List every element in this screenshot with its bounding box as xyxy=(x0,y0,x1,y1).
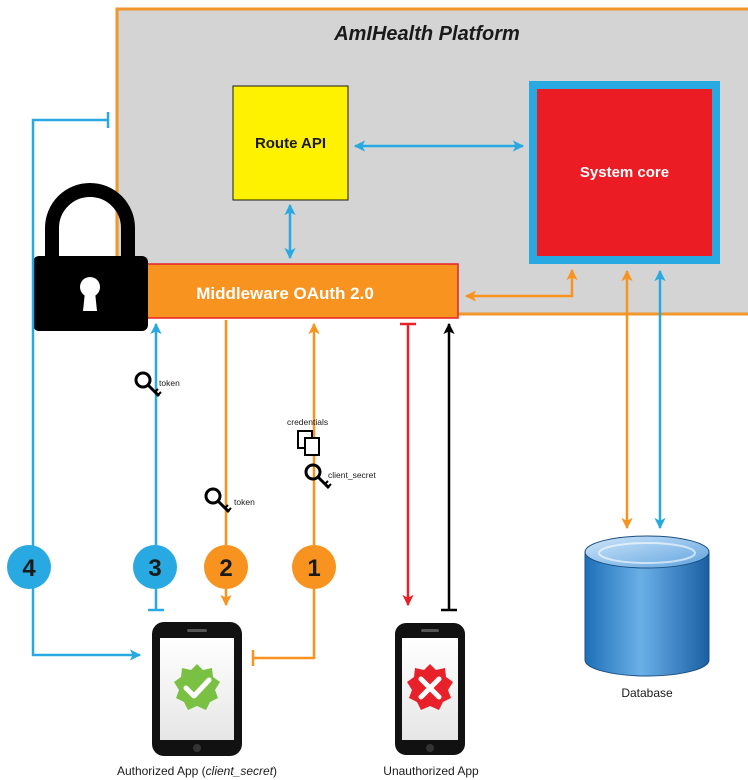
step-3-badge: 3 xyxy=(133,545,177,589)
client-secret-label: client_secret xyxy=(328,470,376,480)
middleware-bar: Middleware OAuth 2.0 xyxy=(142,263,459,319)
route-api-label: Route API xyxy=(255,135,326,152)
step-4-badge: 4 xyxy=(7,545,51,589)
database-label: Database xyxy=(621,686,673,700)
step-2-badge: 2 xyxy=(204,545,248,589)
system-core-label: System core xyxy=(580,164,669,181)
middleware-core-arrow xyxy=(464,268,578,302)
checkmark-badge-icon xyxy=(174,664,220,710)
svg-text:4: 4 xyxy=(22,555,36,582)
route-api-box: Route API xyxy=(232,85,349,201)
system-core-box: System core xyxy=(529,81,720,264)
padlock-icon xyxy=(33,183,148,331)
svg-text:3: 3 xyxy=(148,555,161,582)
token-key-icon xyxy=(134,371,162,398)
documents-icon xyxy=(297,430,320,456)
platform-title: AmIHealth Platform xyxy=(333,23,520,45)
step1-arrow xyxy=(253,322,320,660)
step4-arrow xyxy=(31,118,142,661)
database-icon xyxy=(584,535,710,677)
token-key-icon-2 xyxy=(204,487,232,514)
svg-text:1: 1 xyxy=(307,555,320,582)
svg-text:2: 2 xyxy=(219,555,232,582)
token-label-2: token xyxy=(234,497,255,507)
step-1-badge: 1 xyxy=(292,545,336,589)
unauthorized-phone-icon xyxy=(395,623,465,755)
cross-badge-icon xyxy=(407,664,453,710)
authorized-app-label: Authorized App (client_secret) xyxy=(117,764,277,778)
client-secret-key-icon xyxy=(304,463,332,490)
middleware-label: Middleware OAuth 2.0 xyxy=(196,284,374,303)
token-label-3: token xyxy=(159,378,180,388)
credentials-label: credentials xyxy=(287,417,328,427)
unauthorized-app-label: Unauthorized App xyxy=(383,764,479,778)
